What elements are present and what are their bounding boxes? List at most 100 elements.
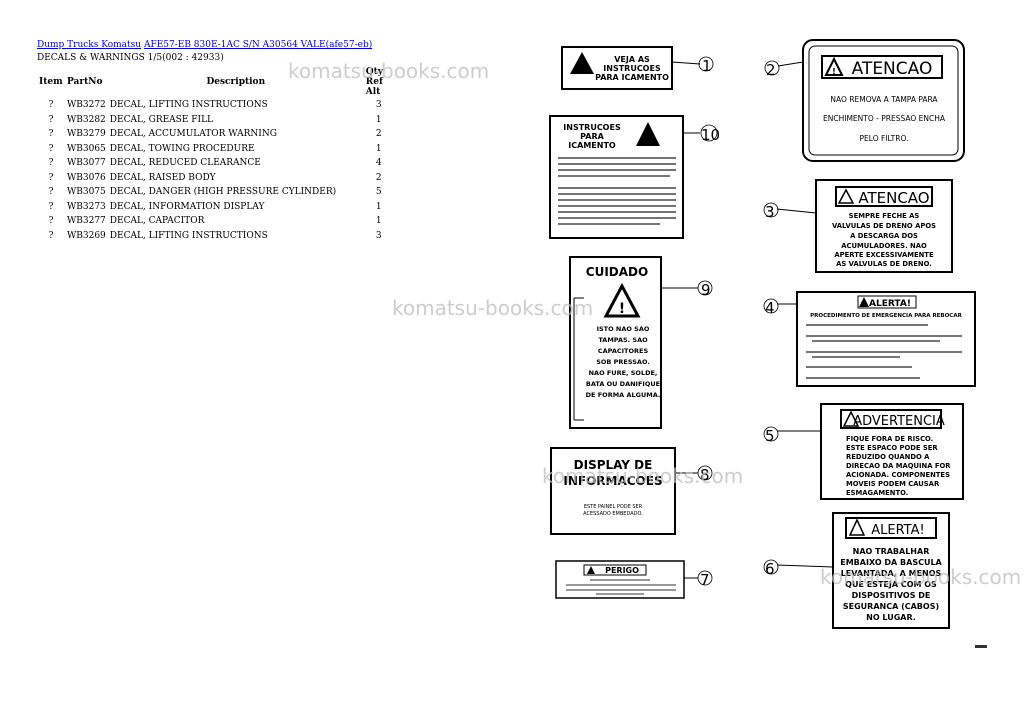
cell-description: DECAL, REDUCED CLEARANCE <box>109 158 261 169</box>
decal-5-line-6: MOVEIS PODEM CAUSAR <box>846 480 940 488</box>
breadcrumb-link-model[interactable]: AFE57-EB 830E-1AC S/N A30564 VALE(afe57-… <box>143 40 373 50</box>
decal-5-line-2: ESTE ESPACO PODE SER <box>846 444 938 452</box>
decal-3-line-6: AS VALVULAS DE DRENO. <box>836 260 932 268</box>
cell-description: DECAL, ACCUMULATOR WARNING <box>109 129 277 140</box>
cell-description: DECAL, TOWING PROCEDURE <box>109 143 255 154</box>
decal-5-line-4: DIRECAO DA MAQUINA FOR <box>846 462 951 470</box>
decal-5-line-1: FIQUE FORA DE RISCO. <box>846 435 933 443</box>
callout-7: 7 <box>700 571 710 589</box>
cell-qty: 1 <box>375 201 382 212</box>
cell-partno: WB3279 <box>67 129 106 140</box>
decal-1-lifting-instructions: VEJA AS INSTRUCOES PARA ICAMENTO 1 <box>561 46 714 90</box>
header-item: Item <box>39 77 63 87</box>
decal-3-title: ATENCAO <box>858 189 929 207</box>
decal-9-line-6: BATA OU DANIFIQUE <box>586 380 660 388</box>
decal-7-danger-high-pressure: PERIGO 7 <box>555 560 713 599</box>
cell-partno: WB3269 <box>67 230 106 241</box>
decal-5-line-5: ACIONADA. COMPONENTES <box>846 471 950 479</box>
cell-item: ? <box>48 201 54 212</box>
decal-2-line-1: NAO REMOVA A TAMPA PARA <box>830 95 938 104</box>
decal-8-line-1: DISPLAY DE <box>574 458 653 472</box>
decal-5-reduced-clearance: ADVERTENCIA FIQUE FORA DE RISCO. ESTE ES… <box>763 403 964 500</box>
cell-description: DECAL, RAISED BODY <box>109 172 216 183</box>
decal-9-line-4: SOB PRESSAO. <box>596 358 650 366</box>
cell-partno: WB3273 <box>67 201 106 212</box>
cell-qty: 1 <box>375 114 382 125</box>
cell-qty: 1 <box>375 143 382 154</box>
cell-partno: WB3065 <box>67 143 106 154</box>
decal-9-line-5: NAO FURE, SOLDE, <box>589 369 658 377</box>
cell-item: ? <box>48 230 54 241</box>
decal-6-raised-body: ALERTA! NAO TRABALHAR EMBAIXO DA BASCULA… <box>763 512 950 629</box>
breadcrumb-link-dump-trucks[interactable]: Dump Trucks Komatsu <box>37 40 142 50</box>
header-partno: PartNo <box>67 77 103 87</box>
cell-item: ? <box>48 100 54 111</box>
decal-3-line-2: VALVULAS DE DRENO APOS <box>832 222 936 230</box>
callout-3: 3 <box>765 203 775 221</box>
cell-item: ? <box>48 158 54 169</box>
decal-10-lifting-instructions: INSTRUCOES PARA ICAMENTO 10 <box>549 115 720 239</box>
decal-7-title: PERIGO <box>605 566 639 575</box>
decal-1-line-3: PARA ICAMENTO <box>595 73 669 82</box>
decal-6-line-2: EMBAIXO DA BASCULA <box>840 558 942 567</box>
callout-9: 9 <box>701 281 711 299</box>
decal-2-line-2: ENCHIMENTO - PRESSAO ENCHA <box>823 114 946 123</box>
decal-3-line-5: APERTE EXCESSIVAMENTE <box>834 251 934 259</box>
decal-3-line-3: A DESCARGA DOS <box>850 232 918 240</box>
decal-3-accumulator-warning: ATENCAO SEMPRE FECHE AS VALVULAS DE DREN… <box>763 179 953 273</box>
decal-8-information-display: DISPLAY DE INFORMACOES ESTE PAINEL PODE … <box>550 447 713 535</box>
decal-10-line-3: ICAMENTO <box>568 141 616 150</box>
decal-2-title: ATENCAO <box>852 59 933 79</box>
decal-8-small-2: ACESSADO EMBEDADO. <box>583 511 643 517</box>
table-header-row: Item PartNo Description Qty Ref Alt <box>37 66 394 98</box>
cell-description: DECAL, GREASE FILL <box>109 114 214 125</box>
decal-3-line-1: SEMPRE FECHE AS <box>849 212 920 220</box>
cell-description: DECAL, CAPACITOR <box>109 216 205 227</box>
header-description: Description <box>206 77 266 87</box>
decal-5-title: ADVERTENCIA <box>853 414 945 429</box>
cell-qty: 3 <box>375 230 382 241</box>
decal-6-line-1: NAO TRABALHAR <box>853 547 930 556</box>
cell-item: ? <box>48 114 54 125</box>
cell-partno: WB3277 <box>67 216 106 227</box>
decal-8-line-2: INFORMACOES <box>563 474 662 488</box>
cell-item: ? <box>48 216 54 227</box>
decal-9-line-1: ISTO NAO SAO <box>597 325 650 333</box>
callout-1: 1 <box>702 57 712 75</box>
cell-item: ? <box>48 129 54 140</box>
decal-9-line-2: TAMPAS. SAO <box>598 336 648 344</box>
decal-2-grease-fill: ! ATENCAO NAO REMOVA A TAMPA PARA ENCHIM… <box>764 39 965 162</box>
decal-5-line-3: REDUZIDO QUANDO A <box>846 453 930 461</box>
cell-item: ? <box>48 172 54 183</box>
cell-description: DECAL, DANGER (HIGH PRESSURE CYLINDER) <box>109 187 337 198</box>
decal-9-line-7: DE FORMA ALGUMA. <box>586 391 661 399</box>
callout-8: 8 <box>700 466 710 484</box>
decal-9-capacitor-warning: CUIDADO ! ISTO NAO SAO TAMPAS. SAO CAPAC… <box>569 256 713 429</box>
cell-qty: 2 <box>375 129 382 140</box>
decal-8-small-1: ESTE PAINEL PODE SER <box>584 504 643 510</box>
callout-10: 10 <box>701 126 720 144</box>
decal-6-line-5: DISPOSITIVOS DE <box>852 591 931 600</box>
callout-2: 2 <box>766 61 776 79</box>
decal-3-line-4: ACUMULADORES. NAO <box>841 242 927 250</box>
callout-4: 4 <box>765 299 775 317</box>
decal-5-line-7: ESMAGAMENTO. <box>846 489 908 497</box>
decal-1-line-2: INSTRUCOES <box>603 64 661 73</box>
cell-qty: 3 <box>375 100 382 111</box>
header-qty: Qty Ref Alt <box>365 67 384 97</box>
cell-description: DECAL, INFORMATION DISPLAY <box>109 201 265 212</box>
page-title: DECALS & WARNINGS 1/5(002 : 42933) <box>37 53 224 63</box>
decal-2-line-3: PELO FILTRO. <box>860 134 909 143</box>
decal-1-line-1: VEJA AS <box>614 55 650 64</box>
cell-item: ? <box>48 187 54 198</box>
svg-text:!: ! <box>832 67 836 76</box>
decal-4-line-1: PROCEDIMENTO DE EMERGENCIA PARA REBOCAR <box>810 313 962 319</box>
cell-qty: 2 <box>375 172 382 183</box>
